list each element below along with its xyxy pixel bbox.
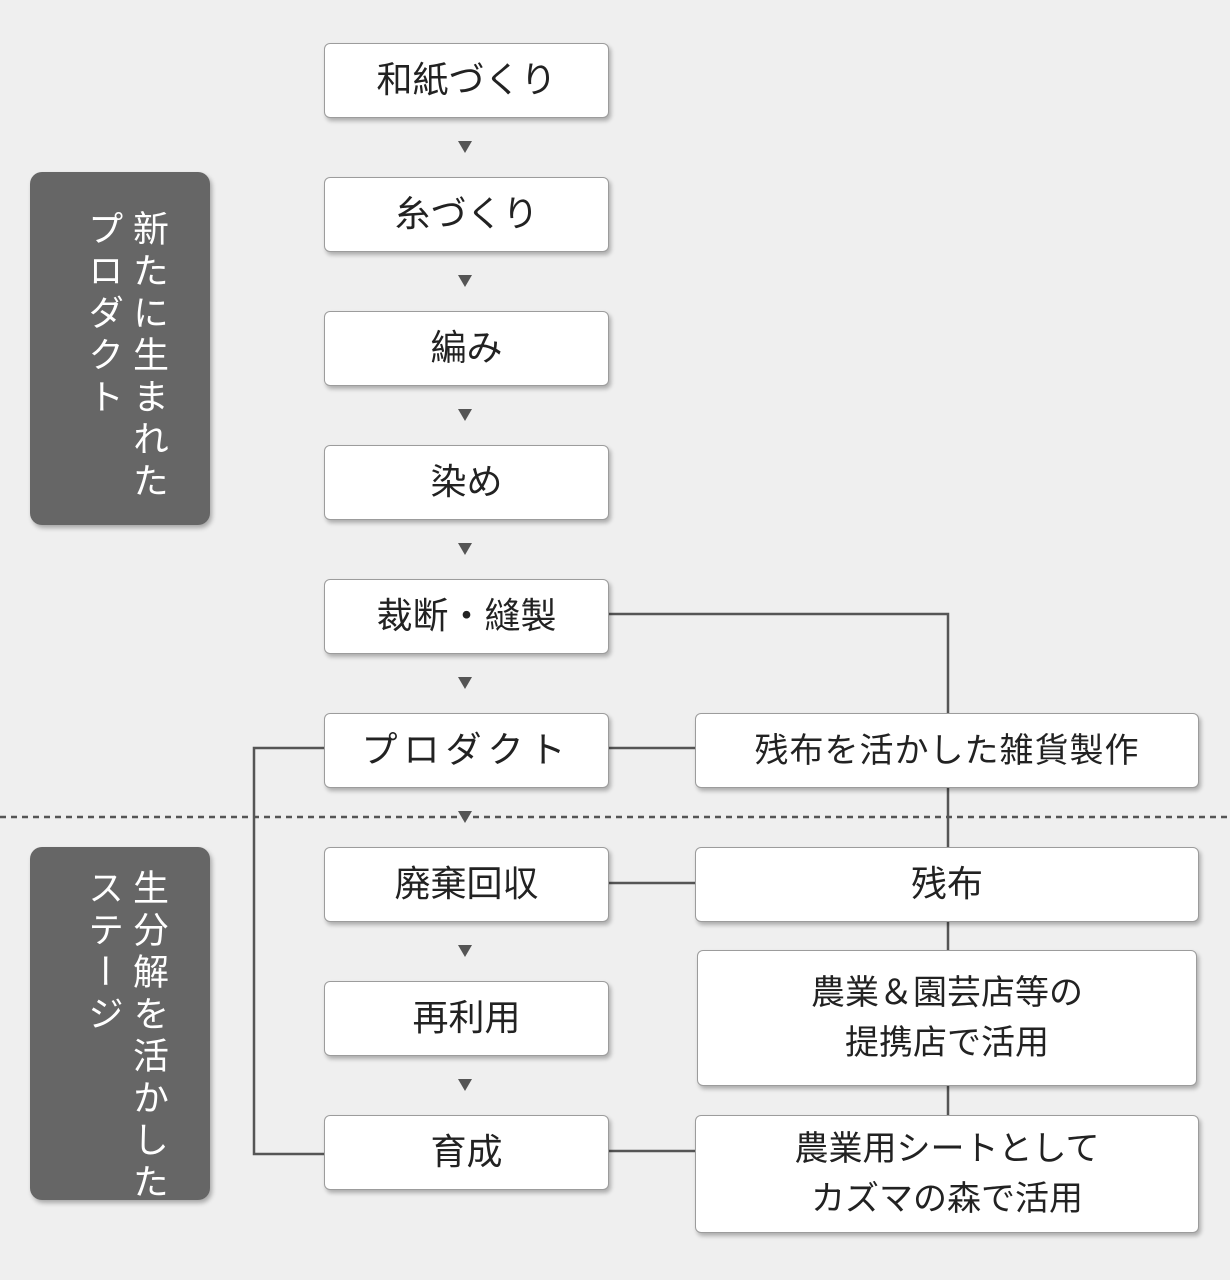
- arrow-down-icon: [458, 409, 472, 421]
- arrow-down-icon: [458, 677, 472, 689]
- arrow-down-icon: [458, 945, 472, 957]
- step-cutting-sewing: 裁断・縫製: [324, 579, 609, 654]
- agri-sheet-line2: カズマの森で活用: [811, 1179, 1083, 1219]
- arrow-down-icon: [458, 1079, 472, 1091]
- arrow-down-icon: [458, 275, 472, 287]
- stage-label-line2: ステージ: [82, 869, 123, 1037]
- agri-sheet-line1: 農業用シートとして: [794, 1129, 1100, 1169]
- box-remnant-cloth: 残布: [695, 847, 1199, 922]
- box-partner-stores: 農業＆園芸店等の 提携店で活用: [697, 950, 1197, 1086]
- stage-label-line2: プロダクト: [82, 210, 123, 420]
- stage-label-line1: 新たに生まれた: [127, 210, 168, 504]
- step-knitting: 編み: [324, 311, 609, 386]
- arrow-down-icon: [458, 811, 472, 823]
- step-product: プロダクト: [324, 713, 609, 788]
- arrow-down-icon: [458, 141, 472, 153]
- step-thread-making: 糸づくり: [324, 177, 609, 252]
- step-reuse: 再利用: [324, 981, 609, 1056]
- step-growth: 育成: [324, 1115, 609, 1190]
- step-dyeing: 染め: [324, 445, 609, 520]
- box-agri-sheet: 農業用シートとして カズマの森で活用: [695, 1115, 1199, 1233]
- arrow-down-icon: [458, 543, 472, 555]
- connector-cutting-zakka: [608, 612, 950, 713]
- step-collection: 廃棄回収: [324, 847, 609, 922]
- stage-biodegradable: 生分解を活かした ステージ: [30, 847, 210, 1205]
- partner-stores-line2: 提携店で活用: [845, 1023, 1049, 1063]
- partner-stores-line1: 農業＆園芸店等の: [811, 973, 1083, 1013]
- stage-new-product: 新たに生まれた プロダクト: [30, 172, 210, 525]
- connector-product-growth-loop: [252, 746, 324, 1156]
- stage-label-line1: 生分解を活かした: [127, 869, 168, 1205]
- box-zakka-production: 残布を活かした雑貨製作: [695, 713, 1199, 788]
- step-washi-making: 和紙づくり: [324, 43, 609, 118]
